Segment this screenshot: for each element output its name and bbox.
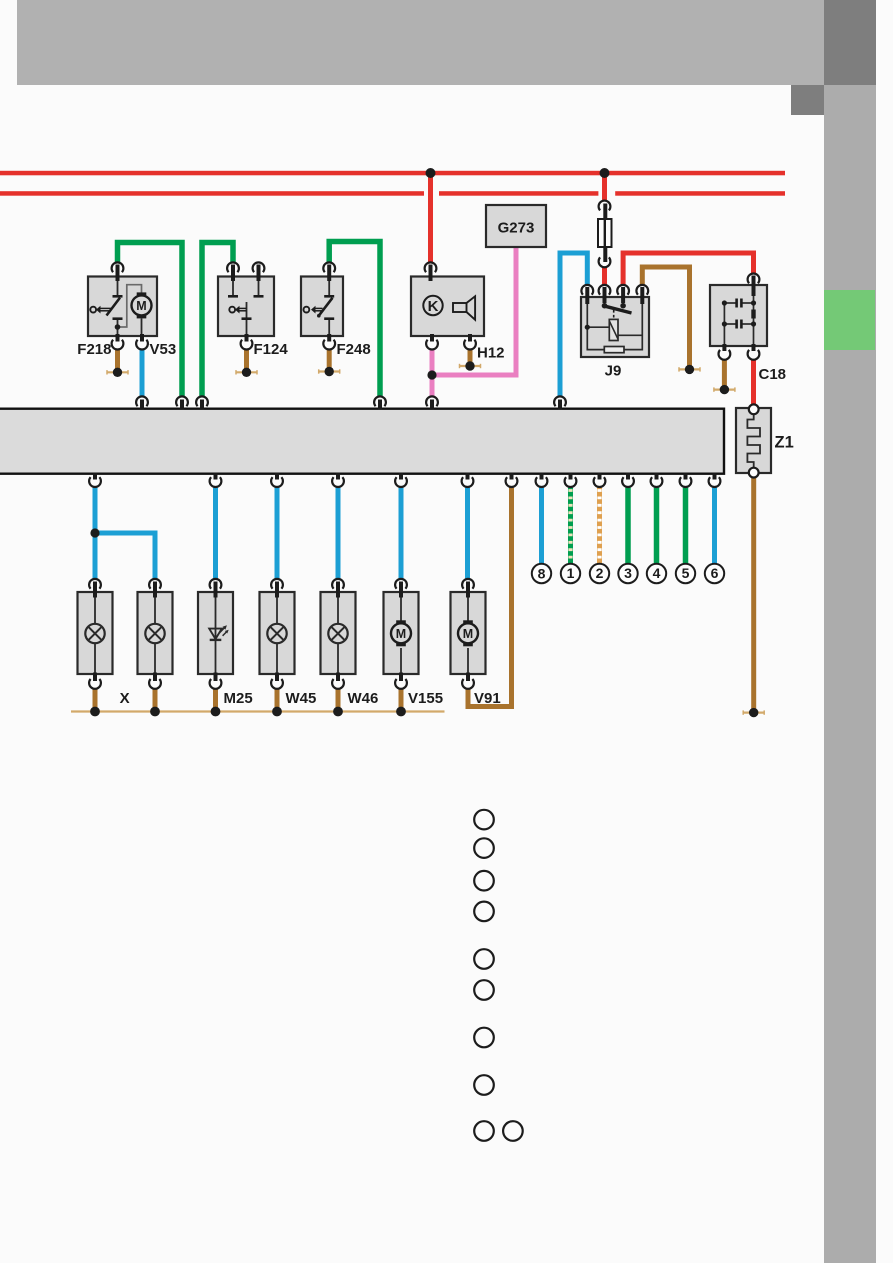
svg-text:V91: V91 xyxy=(474,690,501,707)
svg-text:3: 3 xyxy=(624,565,632,581)
svg-text:4: 4 xyxy=(653,565,661,581)
svg-text:2: 2 xyxy=(596,565,604,581)
svg-text:Z1: Z1 xyxy=(775,434,794,452)
svg-text:F218: F218 xyxy=(77,341,111,358)
svg-text:W46: W46 xyxy=(348,690,379,707)
svg-text:F248: F248 xyxy=(337,341,371,358)
svg-text:C18: C18 xyxy=(759,366,787,383)
svg-text:M25: M25 xyxy=(224,690,253,707)
svg-text:8: 8 xyxy=(538,566,546,582)
svg-text:G273: G273 xyxy=(498,220,535,237)
svg-text:1: 1 xyxy=(567,565,575,581)
svg-text:J9: J9 xyxy=(605,363,622,380)
svg-text:5: 5 xyxy=(682,565,690,581)
svg-text:H12: H12 xyxy=(477,345,505,362)
svg-text:6: 6 xyxy=(711,565,719,581)
svg-text:F124: F124 xyxy=(254,341,289,358)
svg-text:K: K xyxy=(428,298,439,315)
svg-text:W45: W45 xyxy=(286,690,317,707)
svg-text:X: X xyxy=(120,690,130,707)
svg-text:V155: V155 xyxy=(408,690,443,707)
svg-text:V53: V53 xyxy=(150,341,177,358)
